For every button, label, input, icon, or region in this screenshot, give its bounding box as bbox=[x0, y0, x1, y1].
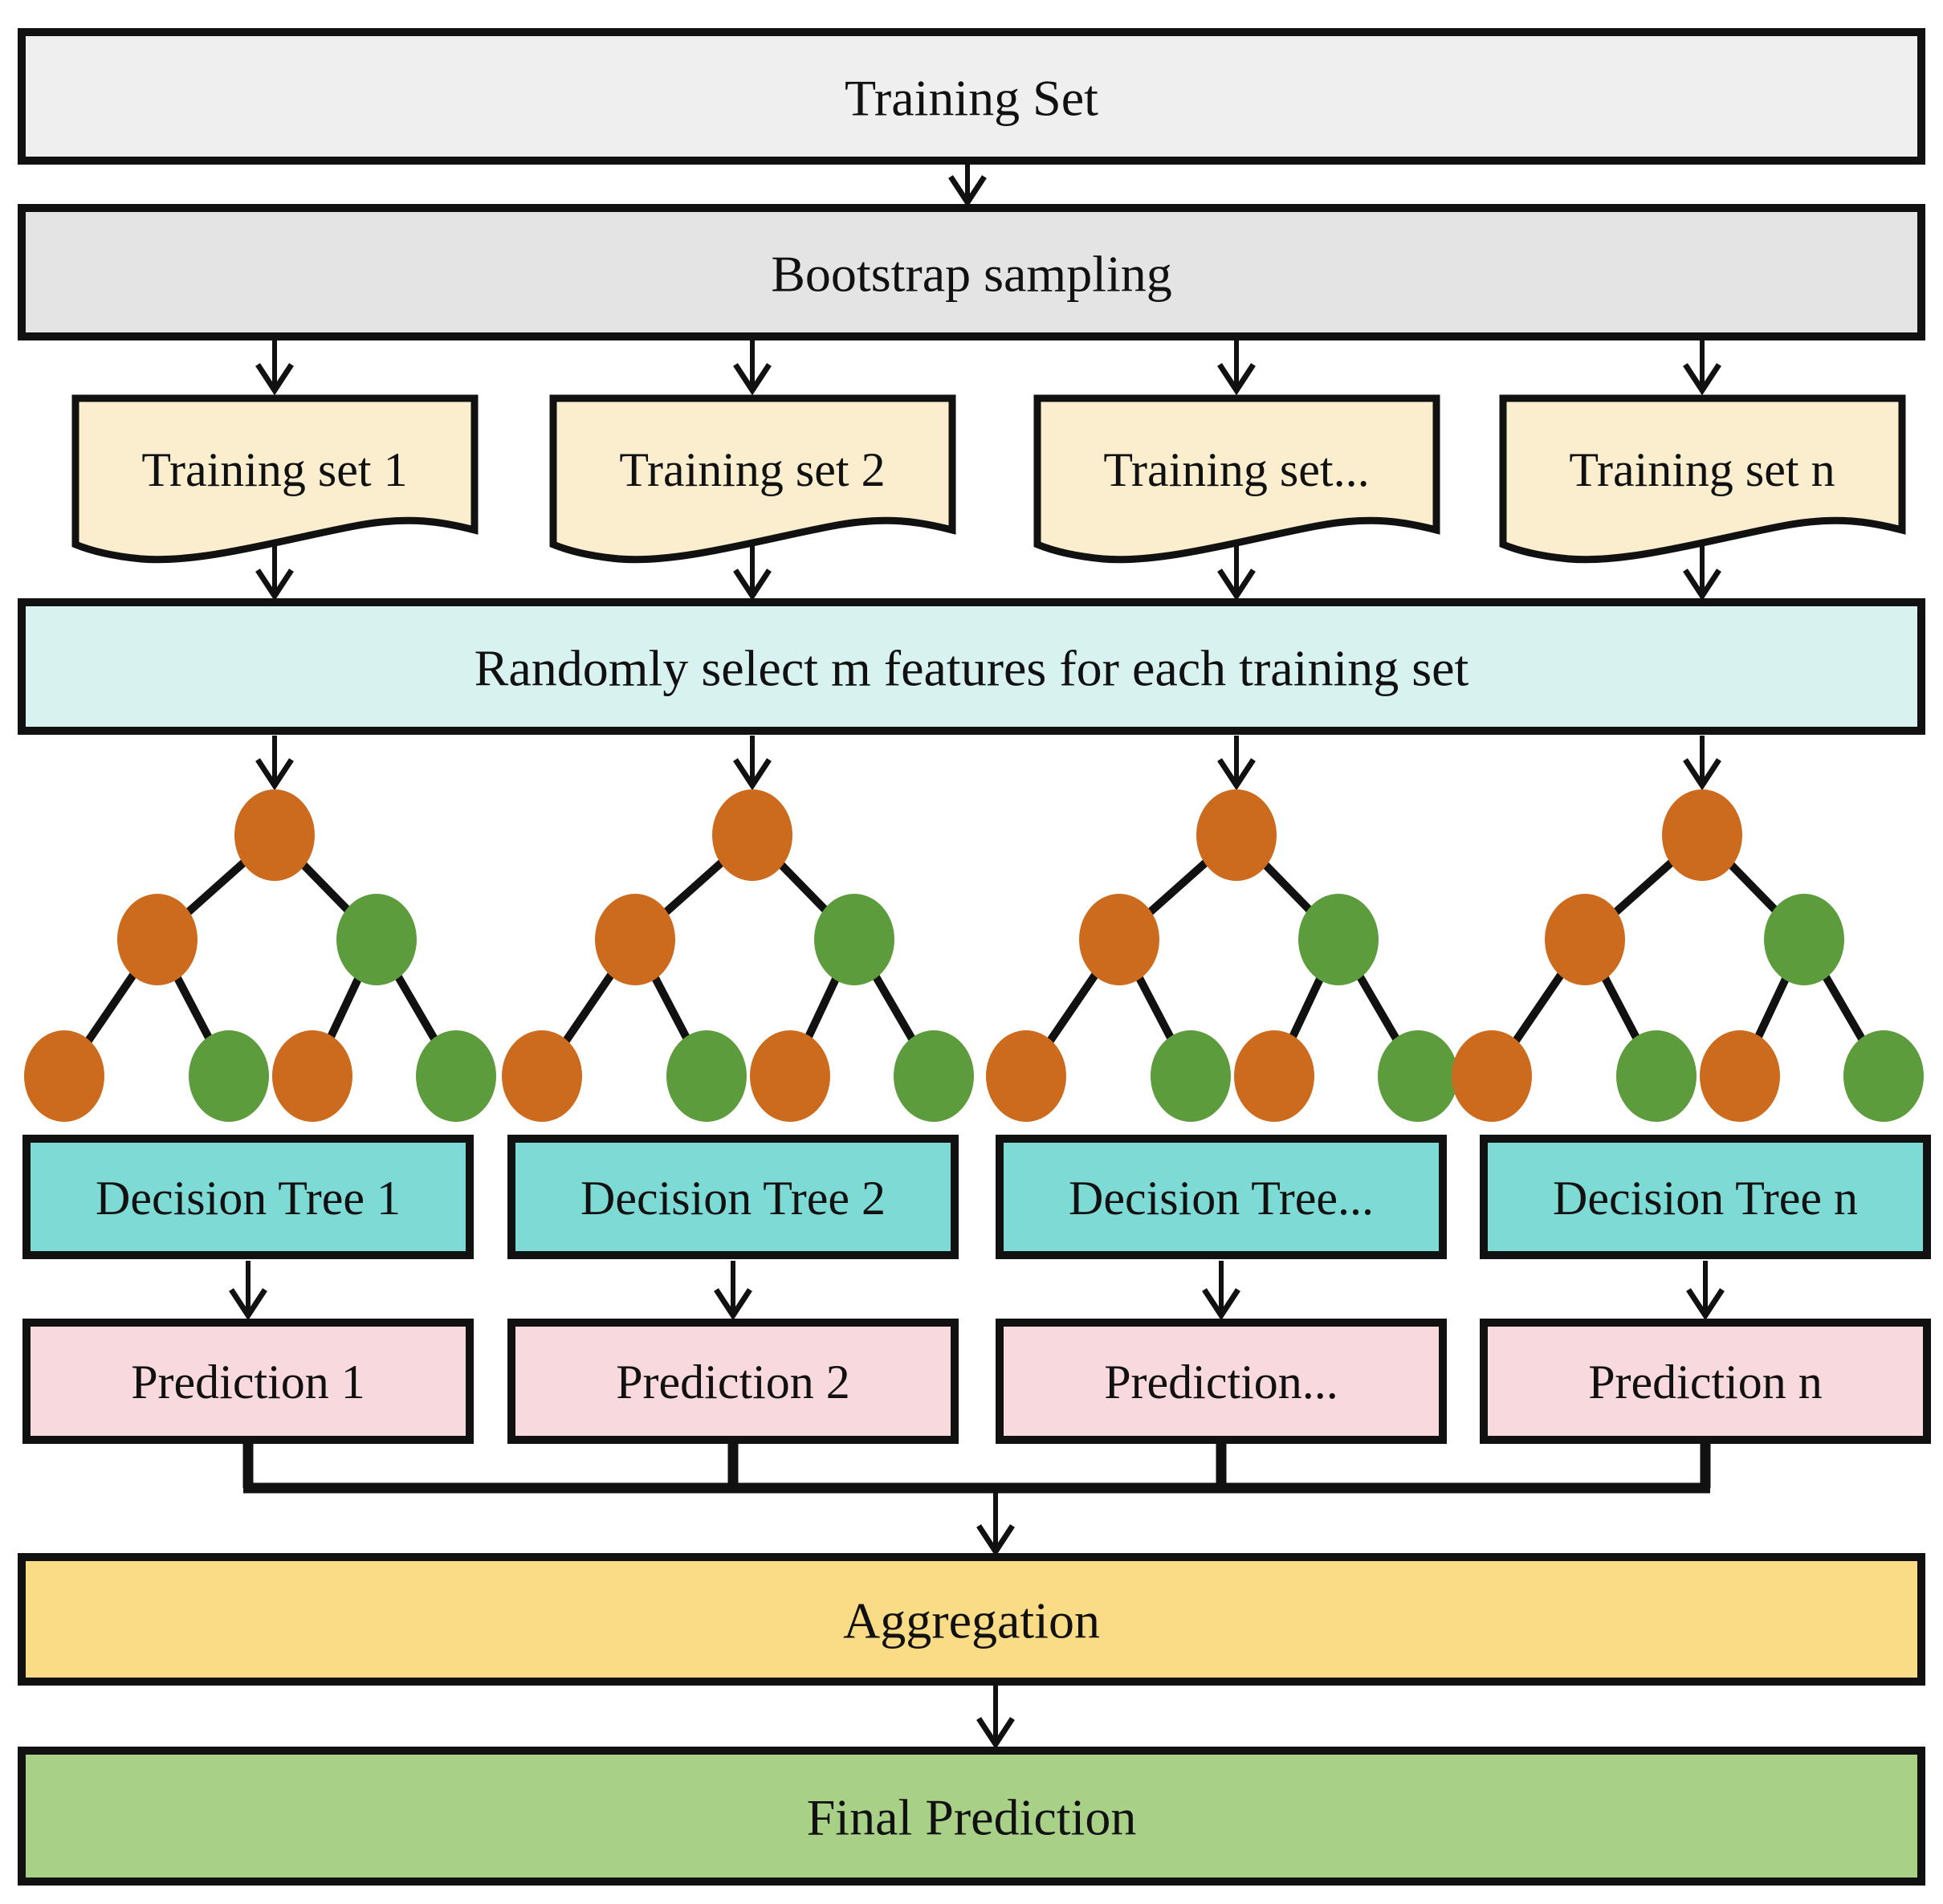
training-set-box bbox=[18, 28, 1925, 165]
final-prediction-box bbox=[18, 1747, 1925, 1886]
training-set-label: Training Set bbox=[845, 70, 1098, 127]
prediction-label-4: Prediction n bbox=[1588, 1356, 1823, 1409]
aggregation-box bbox=[18, 1553, 1925, 1686]
training-subset-label-1: Training set 1 bbox=[141, 443, 407, 496]
prediction-label-3: Prediction... bbox=[1104, 1356, 1338, 1409]
training-subset-label-3: Training set... bbox=[1103, 443, 1369, 496]
decision-tree-graphic-1 bbox=[24, 789, 496, 1122]
decision-tree-box-2 bbox=[507, 1135, 959, 1259]
tree-glyph bbox=[986, 789, 1458, 1122]
prediction-label-2: Prediction 2 bbox=[616, 1356, 850, 1409]
bootstrap-sampling-label: Bootstrap sampling bbox=[771, 246, 1172, 303]
decision-tree-box-4 bbox=[1480, 1135, 1931, 1259]
prediction-box-4 bbox=[1480, 1319, 1931, 1444]
decision-tree-label-4: Decision Tree n bbox=[1553, 1172, 1858, 1225]
decision-tree-box-1 bbox=[22, 1135, 474, 1259]
decision-tree-graphic-3 bbox=[986, 789, 1458, 1122]
aggregation-label: Aggregation bbox=[843, 1592, 1100, 1649]
prediction-label-1: Prediction 1 bbox=[131, 1356, 365, 1409]
training-subset-label-2: Training set 2 bbox=[619, 443, 885, 496]
feature-selection-box bbox=[18, 598, 1925, 735]
decision-tree-graphic-4 bbox=[1452, 789, 1924, 1122]
final-prediction-label: Final Prediction bbox=[807, 1789, 1137, 1846]
training-subset-label-4: Training set n bbox=[1569, 443, 1835, 496]
tree-glyph bbox=[502, 789, 974, 1122]
decision-tree-box-3 bbox=[996, 1135, 1447, 1259]
decision-tree-graphic-2 bbox=[502, 789, 974, 1122]
tree-glyph bbox=[1452, 789, 1924, 1122]
prediction-box-3 bbox=[996, 1319, 1447, 1444]
decision-tree-label-1: Decision Tree 1 bbox=[96, 1172, 401, 1225]
bootstrap-sampling-box bbox=[18, 204, 1925, 340]
tree-glyph bbox=[24, 789, 496, 1122]
feature-selection-label: Randomly select m features for each trai… bbox=[475, 640, 1469, 697]
decision-tree-label-3: Decision Tree... bbox=[1069, 1172, 1374, 1225]
decision-tree-label-2: Decision Tree 2 bbox=[580, 1172, 886, 1225]
prediction-box-1 bbox=[22, 1319, 474, 1444]
prediction-box-2 bbox=[507, 1319, 959, 1444]
